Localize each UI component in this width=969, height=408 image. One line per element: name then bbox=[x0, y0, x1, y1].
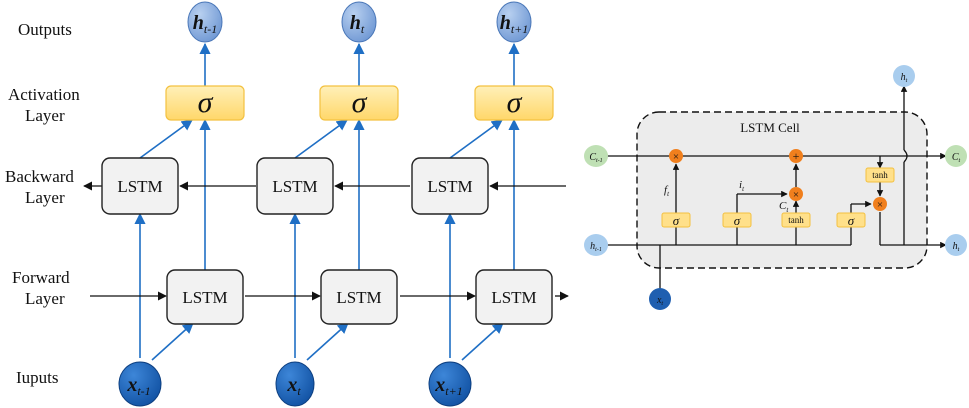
sigma-box-2 bbox=[319, 85, 399, 121]
cell-add-symbol: + bbox=[793, 149, 800, 163]
output-nodes: ht-1 ht ht+1 bbox=[187, 1, 532, 43]
cell-forget-sigma-label: σ bbox=[673, 213, 680, 228]
backward-lstm-3 bbox=[411, 157, 489, 215]
cell-x-label: xt bbox=[656, 295, 663, 307]
forward-lstm-boxes: LSTM LSTM LSTM bbox=[166, 269, 553, 325]
backward-lstm-label-1: LSTM bbox=[117, 177, 162, 196]
cell-x-node bbox=[649, 288, 671, 310]
forward-lstm-1 bbox=[166, 269, 244, 325]
input-to-forward-1 bbox=[151, 322, 194, 361]
backward-lstm-boxes: LSTM LSTM LSTM bbox=[101, 157, 489, 215]
forward-lstm-2 bbox=[320, 269, 398, 325]
cell-candidate-tanh bbox=[781, 212, 811, 228]
cell-input-multiply bbox=[789, 187, 803, 201]
forward-lstm-label-3: LSTM bbox=[491, 288, 536, 307]
cell-h-next-node bbox=[945, 234, 967, 256]
forward-lstm-label-1: LSTM bbox=[182, 288, 227, 307]
cell-output-multiply bbox=[873, 197, 887, 211]
sigma-box-3 bbox=[474, 85, 554, 121]
forward-lstm-3 bbox=[475, 269, 553, 325]
sigma-box-1 bbox=[165, 85, 245, 121]
input-node-2 bbox=[275, 361, 315, 407]
cell-candidate-tanh-label: tanh bbox=[788, 215, 804, 225]
label-outputs: Outputs bbox=[18, 20, 72, 39]
cell-c-next-label: Ct bbox=[952, 152, 961, 164]
cell-c-prev-node bbox=[584, 145, 608, 167]
cell-add bbox=[789, 149, 803, 163]
cell-forget-multiply bbox=[669, 149, 683, 163]
cell-input-sigma-label: σ bbox=[734, 213, 741, 228]
cell-forget-sigma bbox=[661, 212, 691, 228]
label-inputs: Iuputs bbox=[16, 368, 59, 387]
lstm-cell-container bbox=[636, 111, 928, 269]
label-activation-2: Layer bbox=[25, 106, 65, 125]
output-label-2: ht bbox=[350, 12, 365, 36]
input-to-forward-3 bbox=[461, 322, 504, 361]
cell-output-sigma-label: σ bbox=[848, 213, 855, 228]
input-nodes: xt-1 xt xt+1 bbox=[118, 361, 472, 407]
activation-boxes: σ σ σ bbox=[165, 85, 554, 121]
label-backward-2: Layer bbox=[25, 188, 65, 207]
cell-ct-label: Ct bbox=[779, 200, 789, 214]
input-label-2: xt bbox=[286, 374, 301, 398]
black-connections bbox=[83, 181, 569, 301]
cell-state-tanh bbox=[865, 167, 895, 183]
cell-h-top-node bbox=[893, 65, 915, 87]
cell-input-multiply-symbol: × bbox=[793, 189, 799, 201]
output-node-1 bbox=[187, 1, 223, 43]
cell-c-next-node bbox=[945, 145, 967, 167]
input-node-1 bbox=[118, 361, 162, 407]
cell-c-prev-label: Ct-1 bbox=[589, 152, 602, 164]
backward-lstm-2 bbox=[256, 157, 334, 215]
label-forward-1: Forward bbox=[12, 268, 70, 287]
forward-lstm-label-2: LSTM bbox=[336, 288, 381, 307]
backward-lstm-label-3: LSTM bbox=[427, 177, 472, 196]
backward-to-sigma-1 bbox=[139, 119, 193, 159]
cell-h-next-label: ht bbox=[953, 241, 960, 253]
sigma-label-3: σ bbox=[507, 86, 523, 119]
sigma-label-1: σ bbox=[198, 86, 214, 119]
lstm-cell-title: LSTM Cell bbox=[740, 120, 800, 135]
cell-h-top-label: ht bbox=[901, 72, 908, 84]
lstm-cell-detail: LSTM Cell bbox=[584, 65, 967, 310]
label-backward-1: Backward bbox=[5, 167, 74, 186]
cell-i-label: it bbox=[739, 179, 745, 193]
cell-state-tanh-label: tanh bbox=[872, 170, 888, 180]
output-label-1: ht-1 bbox=[193, 12, 217, 36]
cell-input-sigma bbox=[722, 212, 752, 228]
input-node-3 bbox=[428, 361, 472, 407]
input-label-1: xt-1 bbox=[126, 374, 150, 398]
input-label-3: xt+1 bbox=[434, 374, 462, 398]
label-activation-1: Activation bbox=[8, 85, 80, 104]
backward-to-sigma-2 bbox=[294, 119, 348, 159]
cell-h-prev-node bbox=[584, 234, 608, 256]
backward-lstm-label-2: LSTM bbox=[272, 177, 317, 196]
blue-connections bbox=[134, 42, 520, 361]
cell-f-label: ft bbox=[664, 184, 670, 198]
backward-to-sigma-3 bbox=[449, 119, 503, 159]
cell-output-sigma bbox=[836, 212, 866, 228]
cell-forget-multiply-symbol: × bbox=[673, 151, 679, 163]
output-label-3: ht+1 bbox=[500, 12, 529, 36]
label-forward-2: Layer bbox=[25, 289, 65, 308]
sigma-label-2: σ bbox=[352, 86, 368, 119]
output-node-3 bbox=[496, 1, 532, 43]
output-node-2 bbox=[341, 1, 377, 43]
input-to-forward-2 bbox=[306, 322, 349, 361]
backward-lstm-1 bbox=[101, 157, 179, 215]
cell-h-prev-label: ht-1 bbox=[590, 241, 602, 253]
cell-output-multiply-symbol: × bbox=[877, 199, 883, 211]
cell-wires bbox=[605, 85, 947, 289]
